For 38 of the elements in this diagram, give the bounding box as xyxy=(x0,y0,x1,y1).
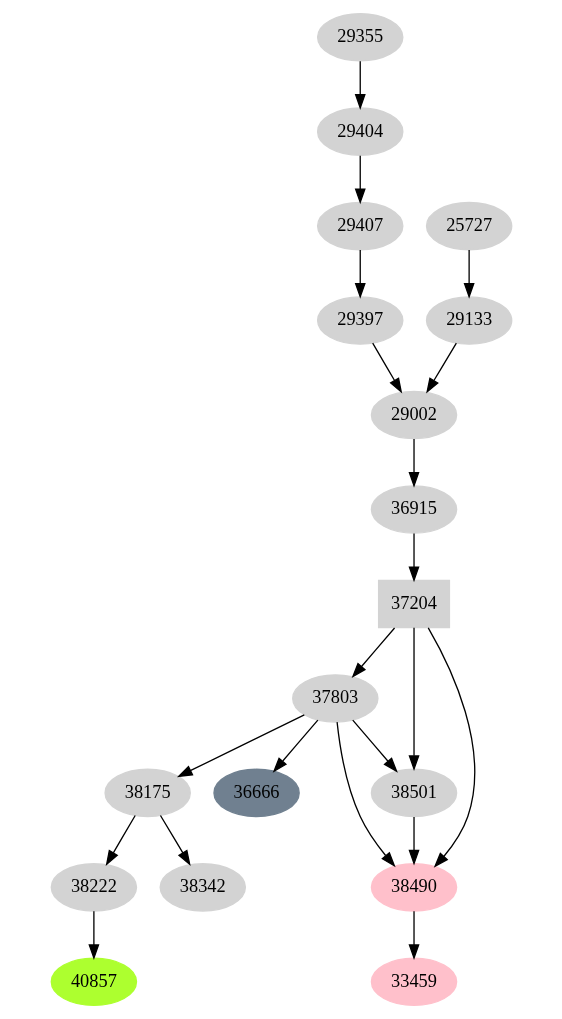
arrow xyxy=(176,714,305,778)
node-box: 37204 xyxy=(377,579,450,629)
node-ellipse: 38342 xyxy=(159,863,246,912)
node-ellipse: 36915 xyxy=(370,485,457,534)
arrow xyxy=(87,910,99,961)
node-ellipse: 29397 xyxy=(316,296,403,345)
arrow xyxy=(408,438,420,488)
arrow xyxy=(351,719,398,773)
arrow xyxy=(408,627,420,771)
arrow xyxy=(272,719,318,773)
arrow xyxy=(351,627,395,679)
arrow xyxy=(354,60,366,110)
node-ellipse: 38490 xyxy=(370,863,457,912)
arrow xyxy=(354,155,366,205)
arrow xyxy=(463,249,475,299)
node-ellipse: 25727 xyxy=(425,201,512,251)
arrow xyxy=(371,342,402,394)
arrow xyxy=(427,627,475,868)
node-ellipse: 29133 xyxy=(425,296,512,345)
arrow xyxy=(105,814,136,866)
node-ellipse: 33459 xyxy=(370,957,457,1007)
node-ellipse: 38222 xyxy=(50,863,137,912)
node-ellipse: 37803 xyxy=(291,674,379,723)
node-ellipse: 38175 xyxy=(103,768,191,818)
node-ellipse: 29355 xyxy=(316,12,403,62)
node-ellipse: 38501 xyxy=(370,768,457,818)
arrow xyxy=(408,532,420,583)
arrow xyxy=(354,249,366,299)
node-ellipse: 36666 xyxy=(212,768,300,818)
node-ellipse: 29404 xyxy=(316,107,403,156)
node-ellipse: 29407 xyxy=(316,201,403,251)
arrow xyxy=(425,342,457,394)
node-ellipse: 29002 xyxy=(370,390,457,440)
node-ellipse: 40857 xyxy=(50,957,137,1007)
arrow xyxy=(335,721,396,868)
arrow xyxy=(408,910,420,961)
arrow xyxy=(159,814,191,866)
arrow xyxy=(408,816,420,866)
